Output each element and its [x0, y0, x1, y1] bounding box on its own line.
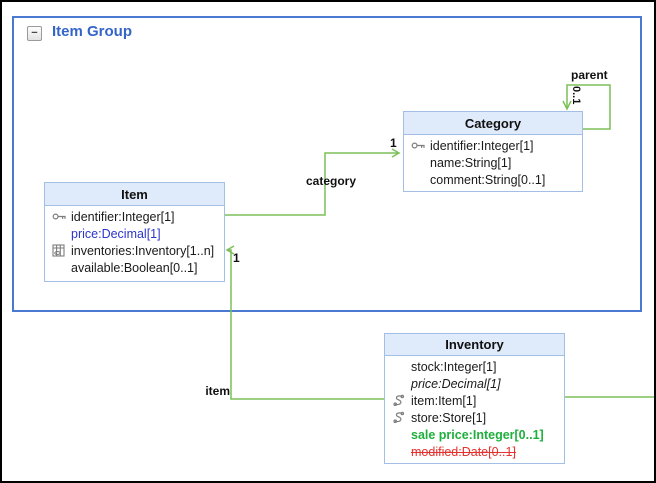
attribute-text: identifier:Integer[1]: [71, 209, 175, 224]
edge-multiplicity-parent[interactable]: 0..1: [570, 86, 582, 105]
attribute-row[interactable]: store:Store[1]: [385, 409, 564, 426]
class-category-header[interactable]: Category: [404, 112, 582, 135]
attribute-text: comment:String[0..1]: [430, 172, 546, 187]
key-icon: [52, 211, 71, 222]
attribute-text: price:Decimal[1]: [411, 376, 501, 391]
reference-icon: [392, 394, 411, 407]
key-icon: [411, 140, 430, 151]
attribute-row[interactable]: item:Item[1]: [385, 392, 564, 409]
edge-label-item[interactable]: item: [205, 384, 230, 398]
class-category-attributes: identifier:Integer[1] name:String[1] com…: [404, 135, 582, 188]
class-item-attributes: identifier:Integer[1] price:Decimal[1] i…: [45, 206, 224, 276]
attribute-row[interactable]: identifier:Integer[1]: [45, 208, 224, 225]
edge-multiplicity-item[interactable]: 1: [233, 251, 240, 265]
attribute-row[interactable]: comment:String[0..1]: [404, 171, 582, 188]
class-item[interactable]: Item identifier:Integer[1] price:Decimal…: [44, 182, 225, 282]
attribute-text: inventories:Inventory[1..n]: [71, 243, 215, 258]
attribute-row[interactable]: available:Boolean[0..1]: [45, 259, 224, 276]
edge-multiplicity-category[interactable]: 1: [390, 136, 397, 150]
attribute-row[interactable]: price:Decimal[1]: [45, 225, 224, 242]
reference-icon: [392, 411, 411, 424]
edge-label-parent[interactable]: parent: [571, 68, 608, 82]
item-group-title: Item Group: [52, 23, 133, 40]
attribute-row[interactable]: price:Decimal[1]: [385, 375, 564, 392]
attribute-row[interactable]: modified:Date[0..1]: [385, 443, 564, 460]
attribute-text: sale price:Integer[0..1]: [411, 427, 544, 442]
attribute-text: price:Decimal[1]: [71, 226, 161, 241]
edge-category[interactable]: [225, 148, 401, 216]
edge-item[interactable]: [225, 245, 384, 400]
edge-label-category[interactable]: category: [306, 174, 357, 188]
attribute-row[interactable]: identifier:Integer[1]: [404, 137, 582, 154]
attribute-text: identifier:Integer[1]: [430, 138, 534, 153]
attribute-row[interactable]: inventories:Inventory[1..n]: [45, 242, 224, 259]
attribute-text: store:Store[1]: [411, 410, 487, 425]
class-category[interactable]: Category identifier:Integer[1] name:Stri…: [403, 111, 583, 192]
attribute-text: stock:Integer[1]: [411, 359, 497, 374]
table-icon: [52, 244, 71, 257]
class-inventory[interactable]: Inventory stock:Integer[1] price:Decimal…: [384, 333, 565, 464]
attribute-text: available:Boolean[0..1]: [71, 260, 198, 275]
edge-parent-selfloop[interactable]: [562, 84, 611, 130]
attribute-row[interactable]: sale price:Integer[0..1]: [385, 426, 564, 443]
attribute-row[interactable]: stock:Integer[1]: [385, 358, 564, 375]
class-inventory-header[interactable]: Inventory: [385, 334, 564, 356]
attribute-text: modified:Date[0..1]: [411, 444, 516, 459]
attribute-text: item:Item[1]: [411, 393, 477, 408]
class-item-header[interactable]: Item: [45, 183, 224, 206]
class-inventory-attributes: stock:Integer[1] price:Decimal[1] item:I…: [385, 356, 564, 460]
attribute-text: name:String[1]: [430, 155, 512, 170]
attribute-row[interactable]: name:String[1]: [404, 154, 582, 171]
collapse-minus-button[interactable]: −: [27, 26, 42, 41]
